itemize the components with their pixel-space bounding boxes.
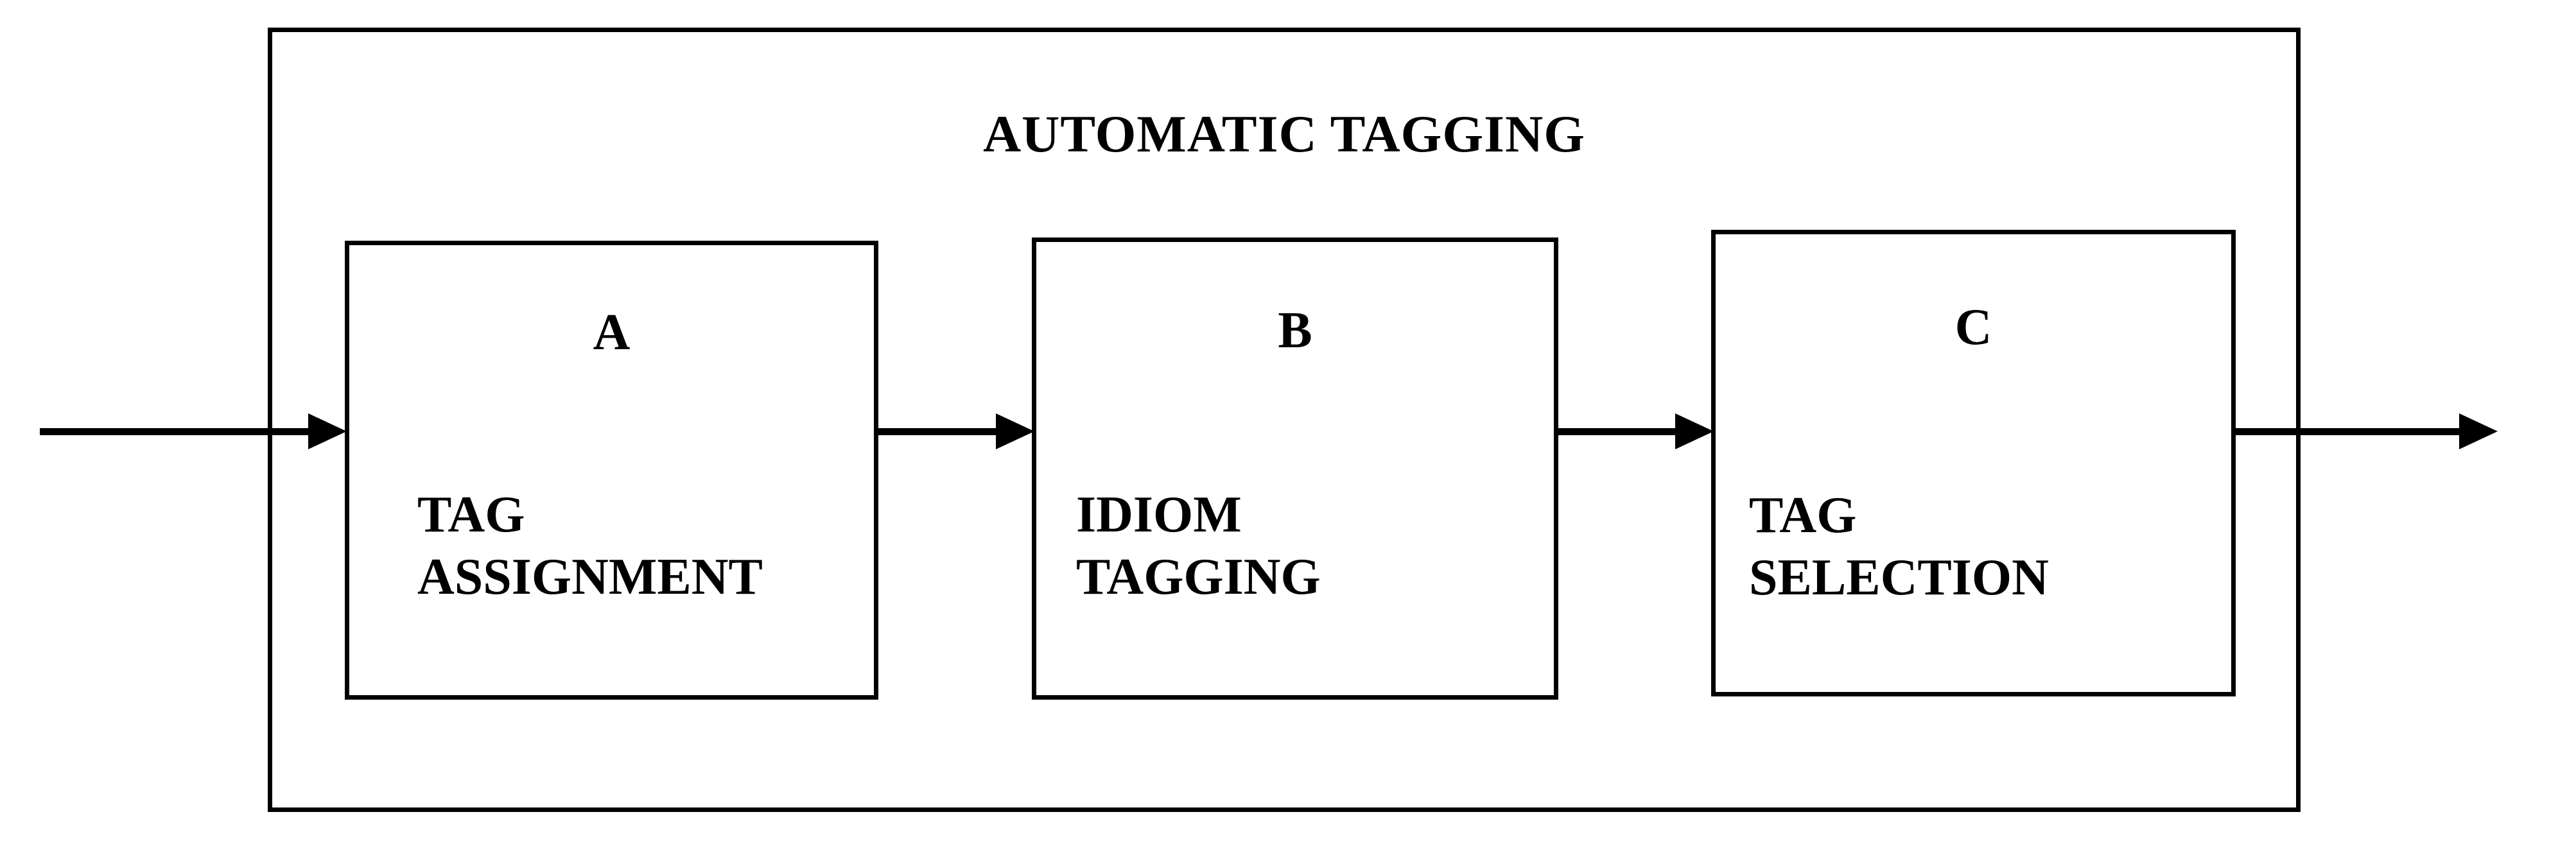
stage-label-idiom-tagging: IDIOM TAGGING	[1076, 487, 1321, 605]
stage-box-a[interactable]: A TAG ASSIGNMENT	[345, 241, 878, 700]
stage-letter-a: A	[593, 304, 631, 361]
stage-label-tag-assignment: TAG ASSIGNMENT	[417, 487, 763, 605]
arrow-head	[308, 413, 347, 449]
arrow-shaft	[40, 428, 308, 435]
stage-letter-b: B	[1278, 302, 1312, 359]
stage-box-c[interactable]: C TAG SELECTION	[1711, 230, 2236, 696]
arrow-shaft	[2233, 428, 2459, 435]
automatic-tagging-container	[268, 28, 2301, 812]
stage-label-tag-selection: TAG SELECTION	[1749, 487, 2049, 606]
stage-letter-c: C	[1954, 299, 1992, 356]
input-arrow-icon	[40, 413, 347, 449]
b-to-c-arrow-icon	[1556, 413, 1714, 449]
arrow-shaft	[1556, 428, 1675, 435]
a-to-b-arrow-icon	[876, 413, 1034, 449]
arrow-head	[996, 413, 1034, 449]
arrow-shaft	[876, 428, 996, 435]
output-arrow-icon	[2233, 413, 2498, 449]
arrow-head	[2459, 413, 2498, 449]
arrow-head	[1675, 413, 1714, 449]
diagram-title: AUTOMATIC TAGGING	[982, 105, 1586, 163]
stage-box-b[interactable]: B IDIOM TAGGING	[1032, 237, 1558, 700]
